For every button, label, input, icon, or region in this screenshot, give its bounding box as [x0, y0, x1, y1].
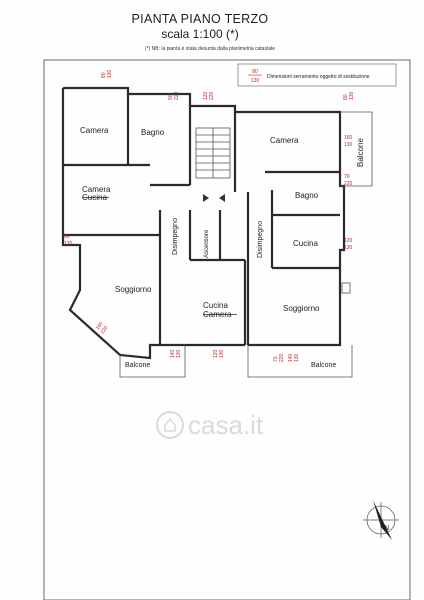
balcony-east-outline: [340, 111, 373, 187]
room-balcone-e: Balcone: [356, 138, 365, 167]
room-disimpegno-e: Disimpegno: [257, 221, 264, 258]
dim-8a: 90: [64, 234, 70, 240]
room-bagno-n: Bagno: [141, 128, 165, 137]
dim-12b: 220: [279, 353, 285, 362]
outer-wall-west: [61, 88, 245, 360]
dim-4a: 80: [343, 94, 349, 100]
dim-3b: 220: [209, 91, 215, 100]
dim-10a: 140: [170, 349, 176, 358]
dim-13a: 140: [288, 353, 294, 362]
dim-1a: 80: [101, 72, 107, 78]
room-camera-nw: Camera: [80, 126, 109, 135]
room-balcone-se: Balcone: [311, 362, 336, 369]
outer-wall-east: [63, 86, 346, 347]
legend-box: [237, 63, 397, 87]
dim-9b: 220: [100, 325, 110, 335]
chimney-box: [341, 282, 351, 294]
plan-note: (*) NB: la pianta è stata desunta dalla …: [144, 46, 276, 52]
dim-12a: 70: [273, 356, 279, 362]
room-disimpegno-w: Disimpegno: [172, 218, 179, 255]
dim-2b: 220: [174, 91, 180, 100]
watermark: casa.it: [156, 410, 264, 440]
watermark-text: casa.it: [188, 410, 264, 440]
room-ascensore: Ascensore: [204, 229, 210, 258]
room-camera-w: Camera: [82, 185, 111, 194]
room-soggiorno-e: Soggiorno: [283, 304, 320, 313]
north-label: N: [384, 525, 389, 532]
north-arrow-icon: N: [363, 500, 399, 540]
dim-5b: 130: [344, 142, 353, 148]
balcony-se-outline: [247, 345, 353, 378]
balcony-sw-outline: [119, 345, 186, 378]
plan-frame: [43, 59, 411, 600]
room-cucina-s: Cucina: [203, 301, 228, 310]
dim-5a: 160: [344, 135, 353, 141]
dim-1b: 130: [107, 69, 113, 78]
room-cucina-e: Cucina: [293, 239, 318, 248]
dim-4b: 130: [349, 91, 355, 100]
legend-text: Dimensioni serramento oggetto di sostitu…: [267, 74, 370, 80]
dim-7a: 120: [344, 238, 353, 244]
dim-11b: 130: [219, 349, 225, 358]
dim-9a: 160: [95, 321, 105, 331]
room-soggiorno-w: Soggiorno: [115, 285, 152, 294]
legend-dim-bottom: 130: [251, 78, 260, 84]
dim-2a: 90: [168, 94, 174, 100]
dim-8b: 130: [64, 241, 73, 247]
dim-6a: 70: [344, 174, 350, 180]
room-camera-ne: Camera: [270, 136, 299, 145]
plan-title: PIANTA PIANO TERZO: [131, 12, 269, 26]
dim-11a: 120: [213, 349, 219, 358]
dim-6b: 220: [344, 181, 353, 187]
staircase: [195, 127, 231, 202]
plan-scale: scala 1:100 (*): [161, 27, 239, 41]
dim-3a: 120: [203, 91, 209, 100]
window-dims: 80 130 90 220 120 220 80 130 160 130 70 …: [64, 69, 355, 362]
room-balcone-sw: Balcone: [125, 362, 150, 369]
legend-dim-top: 80: [252, 69, 258, 75]
dim-10b: 130: [176, 349, 182, 358]
room-bagno-e: Bagno: [295, 191, 319, 200]
dim-13b: 130: [294, 353, 300, 362]
dim-7b: 130: [344, 245, 353, 251]
